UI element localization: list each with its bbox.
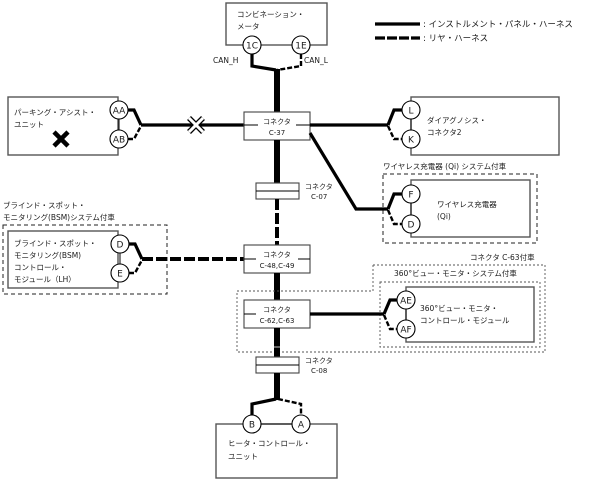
wire-l — [386, 108, 402, 126]
wire-b — [250, 397, 277, 416]
pin-ab-label: AB — [113, 136, 125, 146]
connector-c48-c49: コネクタ C-48,C-49 — [243, 244, 311, 274]
pin-k-label: K — [408, 136, 415, 146]
pin-b — [242, 414, 262, 434]
wireless-charger-label-1: ワイヤレス充電器 — [437, 199, 497, 209]
diagnosis-connector-label-1: ダイアグノシス・ — [427, 115, 486, 125]
pin-f-label: F — [408, 191, 413, 201]
bsm-label-4: モジュール（LH） — [14, 275, 76, 284]
connector-c08: コネクタ C-08 — [255, 356, 333, 375]
connector-c08-label: コネクタ — [305, 356, 333, 365]
connector-c62-label: コネクタ — [263, 305, 291, 314]
connector-c48-label: コネクタ — [263, 250, 291, 259]
pin-ae-label: AE — [400, 297, 412, 307]
can-h-label: CAN_H — [213, 56, 238, 65]
pin-af-label: AF — [400, 326, 411, 336]
wire-af — [382, 314, 397, 331]
wire-d-bsm — [129, 242, 144, 260]
wire-1e — [276, 54, 303, 72]
parking-assist-label-2: ユニット — [14, 120, 44, 129]
pin-af — [396, 319, 416, 339]
connector-c62-code: C-62,C-63 — [260, 317, 295, 325]
wire-k — [386, 125, 402, 141]
disconnected-x-icon — [187, 116, 205, 134]
diagnosis-connector: ダイアグノシス・ コネクタ2 L K — [401, 96, 560, 156]
wireless-charger-label-2: (Qi) — [437, 212, 451, 221]
wire-e-bsm — [129, 259, 144, 275]
wire-aa — [128, 108, 143, 126]
pin-ae — [396, 290, 416, 310]
wire-1c — [250, 54, 277, 72]
heater-control-box — [215, 423, 338, 479]
diagnosis-connector-label-2: コネクタ2 — [427, 128, 462, 137]
view360-box — [405, 286, 535, 343]
pin-l — [401, 100, 421, 120]
pin-a-label: A — [298, 421, 305, 431]
view360-group-label: 360°ビュー・モニタ・システム付車 — [394, 268, 517, 278]
wire-c37-to-charger — [308, 132, 388, 211]
legend-solid-label: : インストルメント・パネル・ハーネス — [423, 20, 573, 30]
pin-b-label: B — [249, 421, 255, 431]
connector-c37: コネクタ C-37 — [243, 111, 311, 141]
pin-aa-label: AA — [113, 107, 126, 117]
connector-c48-code: C-48,C-49 — [260, 262, 295, 270]
connector-c08-code: C-08 — [311, 367, 327, 375]
wire-a — [277, 397, 303, 416]
c63-group-label: コネクタ C-63付車 — [470, 252, 535, 262]
bsm-label-2: モニタリング(BSM) — [14, 250, 81, 260]
combination-meter-box — [225, 2, 328, 46]
pin-d-charger — [401, 214, 421, 234]
connector-c07-code: C-07 — [311, 193, 327, 201]
pin-l-label: L — [408, 107, 413, 117]
pin-f — [401, 184, 421, 204]
connector-c62-c63: コネクタ C-62,C-63 — [243, 299, 311, 329]
view360-label-1: 360°ビュー・モニタ・ — [420, 304, 498, 313]
legend-dashed-label: : リヤ・ハーネス — [423, 34, 488, 44]
bsm-box — [7, 230, 119, 289]
bsm-group-label-1: ブラインド・スポット・ — [3, 200, 86, 210]
pin-a — [291, 414, 311, 434]
pin-e-bsm-label: E — [117, 270, 123, 280]
heater-control-unit: ヒータ・コントロール・ ユニット B A — [215, 414, 338, 479]
connector-c07-label: コネクタ — [305, 182, 333, 191]
pin-1e-label: 1E — [295, 42, 307, 52]
pin-d-bsm-label: D — [117, 241, 124, 251]
parking-assist-label-1: パーキング・アシスト・ — [14, 107, 96, 117]
heater-control-label-1: ヒータ・コントロール・ — [228, 439, 311, 448]
wireless-charger: ワイヤレス充電器 (Qi) F D — [401, 179, 531, 238]
parking-assist-unit: パーキング・アシスト・ ユニット AA AB — [7, 96, 129, 156]
wireless-charger-group-label: ワイヤレス充電器 (Qi) システム付車 — [383, 161, 507, 171]
view360-control-module: 360°ビュー・モニタ・ コントロール・モジュール AE AF — [396, 286, 535, 343]
bsm-control-module: ブラインド・スポット・ モニタリング(BSM) コントロール・ モジュール（LH… — [7, 230, 130, 289]
c63-group — [236, 264, 546, 353]
bsm-label-3: コントロール・ — [14, 263, 67, 272]
pin-1c-label: 1C — [246, 42, 258, 52]
parking-assist-box — [7, 96, 119, 156]
wire-ae — [382, 298, 397, 315]
legend: : インストルメント・パネル・ハーネス : リヤ・ハーネス — [375, 20, 573, 44]
bsm-label-1: ブラインド・スポット・ — [14, 238, 97, 248]
wireless-charger-group — [382, 173, 538, 244]
connector-c07: コネクタ C-07 — [255, 182, 333, 201]
heater-control-label-2: ユニット — [228, 452, 258, 461]
x-mark-icon — [52, 130, 70, 148]
wire-ab — [128, 125, 143, 141]
combination-meter: コンビネーション・ メータ 1C 1E CAN_H CAN_L — [213, 2, 329, 65]
pin-k — [401, 129, 421, 149]
connector-c37-code: C-37 — [269, 129, 285, 137]
view360-label-2: コントロール・モジュール — [420, 316, 510, 325]
pin-d-charger-label: D — [408, 221, 415, 231]
bsm-group-label-2: モニタリング(BSM)システム付車 — [3, 212, 115, 222]
wire-d-charger — [386, 209, 402, 226]
diagnosis-connector-box — [410, 96, 560, 156]
combination-meter-label-1: コンビネーション・ — [237, 10, 304, 19]
can-l-label: CAN_L — [304, 56, 329, 65]
wire-f — [386, 192, 402, 210]
connector-c37-label: コネクタ — [263, 117, 291, 126]
combination-meter-label-2: メータ — [237, 22, 260, 31]
